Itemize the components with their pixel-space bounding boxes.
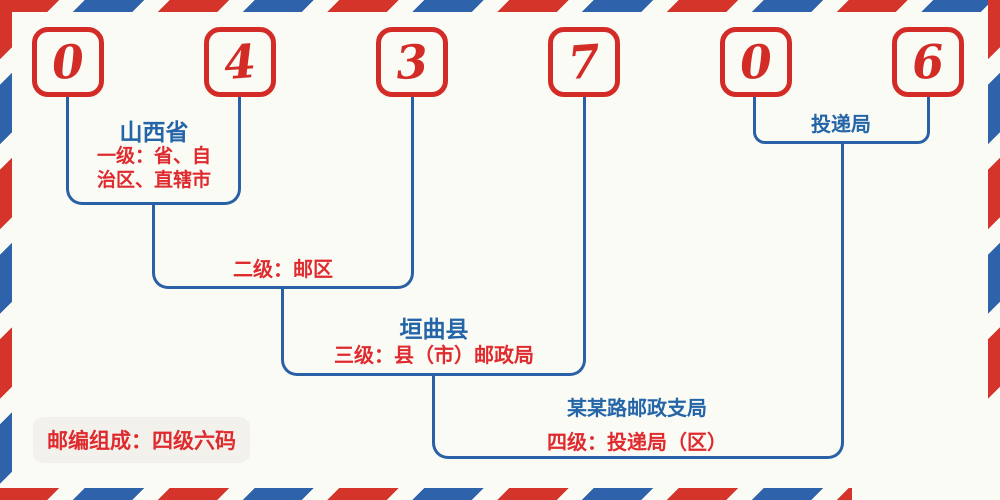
level1-bracket-left xyxy=(66,97,154,205)
level3-region-label: 垣曲县 xyxy=(399,316,469,342)
level1-region-label: 山西省 xyxy=(119,119,189,145)
digit-box-3: 3 xyxy=(376,27,448,97)
level3-bracket-left xyxy=(281,287,433,376)
level3-bracket-right xyxy=(433,97,586,376)
level2-bracket-right xyxy=(282,97,414,289)
level4-bracket-right xyxy=(638,143,844,459)
digit-box-2: 4 xyxy=(204,27,276,97)
level2-description: 二级：邮区 xyxy=(233,259,333,281)
level2-bracket-left xyxy=(152,204,282,289)
digit-4: 7 xyxy=(566,33,602,91)
digit-5: 0 xyxy=(738,33,774,91)
level4-bracket-left xyxy=(432,374,638,459)
envelope-border-right xyxy=(988,0,1000,404)
envelope-border-top xyxy=(0,0,1000,12)
digit-2: 4 xyxy=(222,33,258,91)
level1-description: 一级：省、自 治区、直辖市 xyxy=(96,146,211,191)
level1-bracket-right xyxy=(154,97,241,205)
delivery-bracket-right xyxy=(842,97,930,144)
digit-box-6: 6 xyxy=(892,27,964,97)
level3-description: 三级：县（市）邮政局 xyxy=(334,345,534,367)
digit-3: 3 xyxy=(394,33,430,91)
digit-1: 0 xyxy=(50,33,86,91)
delivery-bracket-left xyxy=(753,97,842,144)
digit-box-1: 0 xyxy=(32,27,104,97)
digit-box-5: 0 xyxy=(720,27,792,97)
composition-note: 邮编组成：四级六码 xyxy=(47,430,236,453)
envelope-border-left xyxy=(0,0,12,500)
digit-6: 6 xyxy=(910,33,946,91)
digit-box-4: 7 xyxy=(548,27,620,97)
level4-region-label: 某某路邮政支局 xyxy=(567,398,707,420)
level4-description: 四级：投递局（区） xyxy=(547,432,727,454)
envelope-border-bottom xyxy=(0,488,852,500)
composition-badge: 邮编组成：四级六码 xyxy=(33,417,250,463)
delivery-office-label: 投递局 xyxy=(811,114,871,136)
